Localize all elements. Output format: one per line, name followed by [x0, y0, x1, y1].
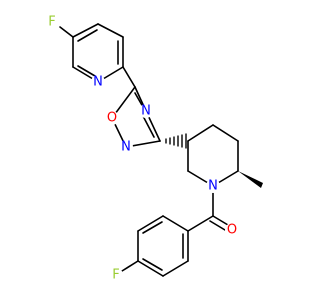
bond-c-o	[212, 215, 229, 226]
bond-inner	[142, 221, 163, 234]
molecule-svg: F N O N N N O F	[45, 14, 263, 283]
bond	[162, 260, 189, 277]
bond-inner	[134, 92, 144, 108]
atom-label-f: F	[48, 15, 55, 30]
piperidine-ring	[187, 124, 239, 187]
atom-label-n: N	[208, 179, 218, 194]
atom-label-n: N	[121, 140, 131, 155]
bond-c-f	[59, 26, 74, 38]
bond-c-f	[121, 260, 139, 272]
bond-inner	[142, 258, 163, 271]
bond-inner	[77, 65, 96, 77]
bond-inner	[142, 115, 155, 138]
fluorobenzene-ring	[121, 215, 189, 277]
bond-inner	[77, 29, 98, 42]
atom-label-n: N	[141, 104, 151, 119]
bond-pyridine-oxadiazole	[122, 66, 136, 88]
atom-label-n: N	[93, 75, 103, 90]
atom-label-o: O	[107, 111, 117, 126]
bond	[212, 124, 239, 142]
bond-c-o-double	[209, 220, 226, 231]
bond-carbonyl-phenyl	[187, 215, 214, 232]
bond	[162, 215, 189, 232]
atom-labels: F N O N N N O F	[45, 15, 239, 283]
atom-label-f: F	[112, 268, 119, 283]
molecule-structure-diagram: F N O N N N O F	[45, 14, 263, 283]
bond	[187, 124, 214, 142]
oxadiazole-ring	[111, 86, 161, 148]
atom-label-o: O	[227, 223, 237, 238]
fluoropyridine-ring	[59, 23, 124, 83]
bond	[137, 260, 164, 277]
bond	[97, 23, 124, 38]
bond	[137, 215, 164, 232]
stereo-hash-bond	[165, 133, 187, 149]
bond	[72, 23, 99, 38]
stereo-wedge-methyl	[238, 171, 263, 188]
